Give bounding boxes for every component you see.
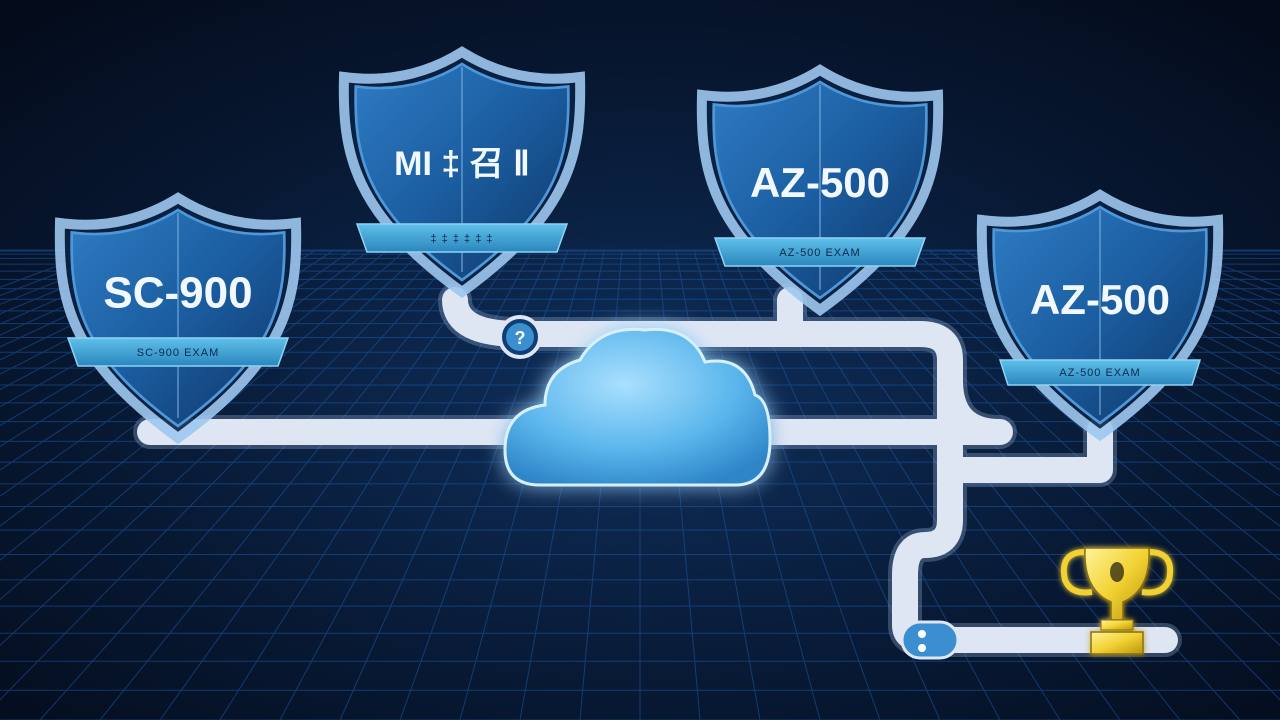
grid-line: [99, 249, 479, 720]
grid-line: [0, 249, 407, 601]
path-from-sc900: [137, 287, 1013, 445]
trophy-icon: [1061, 547, 1173, 655]
grid-line: [0, 249, 191, 336]
shield-ribbon: ‡ ‡ ‡ ‡ ‡ ‡: [355, 223, 569, 253]
ribbon-text: AZ-500 EXAM: [779, 247, 860, 259]
grid-line: [0, 249, 443, 701]
shield-ribbon: AZ-500 EXAM: [713, 237, 927, 267]
shield-az500-a: AZ-500 AZ-500 EXAM: [702, 70, 938, 310]
grid-line: [0, 249, 389, 561]
grid-line: [0, 249, 209, 348]
waypoint-upper: ?: [498, 315, 542, 359]
grid-line: [1089, 249, 1280, 336]
ribbon-text: ‡ ‡ ‡ ‡ ‡ ‡: [431, 233, 494, 245]
shield-title: SC-900: [103, 269, 252, 318]
ribbon-text: SC-900 EXAM: [137, 347, 220, 359]
path-to-az500-a: [767, 287, 803, 347]
grid-line: [873, 249, 1280, 601]
grid-line: [39, 249, 461, 720]
cloud-icon: [503, 327, 772, 487]
waypoint-lower: [900, 620, 960, 660]
grid-line: [159, 249, 497, 720]
shield-az500-b: AZ-500 AZ-500 EXAM: [982, 195, 1218, 435]
shield-ribbon: AZ-500 EXAM: [998, 359, 1202, 386]
shield-microsoft: MI ‡ 召 Ⅱ ‡ ‡ ‡ ‡ ‡ ‡: [344, 52, 580, 292]
ribbon-text: AZ-500 EXAM: [1059, 367, 1140, 379]
shield-title: AZ-500: [1030, 276, 1170, 323]
waypoint-icon: ?: [515, 328, 526, 348]
path-to-az500-b: [937, 367, 1113, 483]
shield-icon: [60, 198, 296, 438]
shield-title: MI ‡ 召 Ⅱ: [394, 145, 530, 183]
shield-ribbon: SC-900 EXAM: [66, 337, 290, 367]
grid-line: [1053, 249, 1280, 361]
grid-line: [891, 249, 1280, 561]
shield-title: AZ-500: [750, 159, 890, 206]
shield-sc900: SC-900 SC-900 EXAM: [60, 198, 296, 438]
grid-line: [0, 249, 425, 647]
grid-line: [1071, 249, 1280, 348]
grid-line: [0, 249, 227, 361]
